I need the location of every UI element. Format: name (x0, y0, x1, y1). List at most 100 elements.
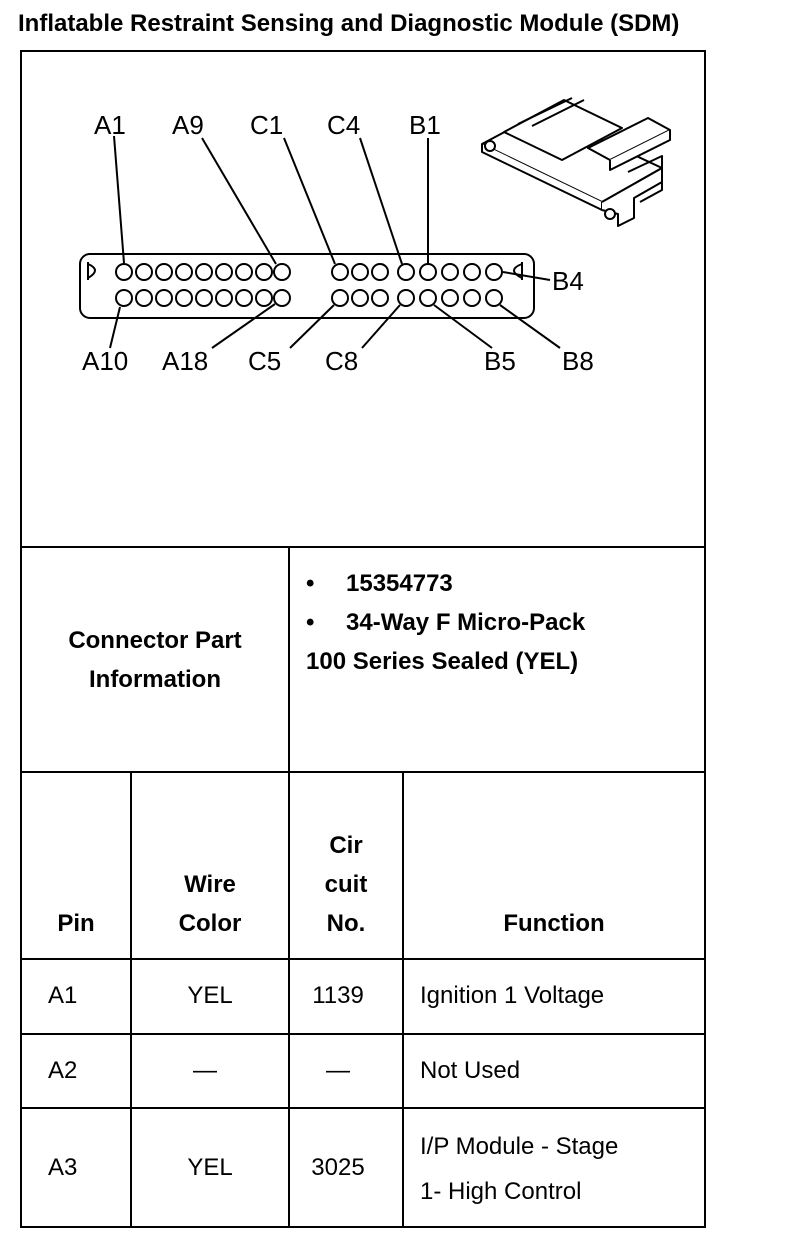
pin-A18 (273, 289, 291, 307)
pin-label-C1: C1 (250, 110, 283, 140)
header-function-text: Function (503, 910, 605, 937)
pin (195, 289, 213, 307)
pin (371, 289, 389, 307)
connector-face-diagram: A1 A9 C1 C4 B1 B4 A10 A18 C5 C8 B5 B8 (79, 97, 671, 376)
bullet: • (306, 609, 315, 636)
page-title: Inflatable Restraint Sensing and Diagnos… (18, 10, 680, 37)
table-cell-wire-color: YEL (187, 982, 233, 1009)
pin-label-B1: B1 (409, 110, 441, 140)
table-cell-wire-color: YEL (187, 1154, 233, 1181)
pin (463, 289, 481, 307)
connector-table-frame (20, 50, 706, 1228)
pin-label-A10: A10 (82, 346, 128, 376)
pin-C4 (397, 263, 415, 281)
pin (215, 263, 233, 281)
leader-line (283, 137, 336, 265)
pin (441, 289, 459, 307)
function-line1: I/P Module - Stage (420, 1133, 619, 1160)
pin-A1 (115, 263, 133, 281)
leader-line (359, 137, 403, 265)
pin-label-B8: B8 (562, 346, 594, 376)
divider (20, 546, 706, 548)
latch-left (87, 263, 96, 279)
pin (235, 263, 253, 281)
pin (155, 289, 173, 307)
header-pin-text: Pin (57, 910, 95, 937)
table-cell-function: Not Used (420, 1057, 521, 1084)
pin (255, 263, 273, 281)
pin (215, 289, 233, 307)
pin (371, 263, 389, 281)
pin (351, 289, 369, 307)
pin (135, 289, 153, 307)
leader-line (201, 137, 277, 265)
divider (20, 1107, 706, 1109)
pin-label-C5: C5 (248, 346, 281, 376)
pin (441, 263, 459, 281)
header-wire-color: Wire Color (132, 865, 288, 943)
latch-right (513, 263, 523, 279)
table-cell-circuit: 3025 (311, 1154, 365, 1181)
bullet: • (306, 570, 315, 597)
divider (130, 773, 132, 1226)
leader-line (433, 304, 493, 349)
pin (175, 289, 193, 307)
divider (20, 958, 706, 960)
header-function: Function (404, 904, 704, 943)
table-cell-pin: A2 (48, 1057, 78, 1084)
pin-B5 (419, 289, 437, 307)
leader-line (499, 304, 561, 349)
header-wire-color-line1: Wire (184, 871, 236, 898)
header-circuit-line1: Cir (329, 832, 363, 859)
pin-label-B5: B5 (484, 346, 516, 376)
connector-label-line1: Connector Part (68, 626, 242, 654)
pin (195, 263, 213, 281)
pin (351, 263, 369, 281)
pin-A9 (273, 263, 291, 281)
pin-label-A18: A18 (162, 346, 208, 376)
pin (463, 263, 481, 281)
connector-part-info-label: Connector Part Information (22, 548, 288, 771)
pin-label-C4: C4 (327, 110, 360, 140)
pin-C1 (331, 263, 349, 281)
connector-description-line2: 100 Series Sealed (YEL) (306, 648, 579, 675)
header-circuit-line2: cuit (324, 871, 368, 898)
leader-line (109, 306, 121, 349)
header-wire-color-line2: Color (178, 910, 242, 937)
pin (175, 263, 193, 281)
table-cell-function: Ignition 1 Voltage (420, 982, 605, 1009)
divider (402, 773, 404, 1226)
pin-label-B4: B4 (552, 266, 584, 296)
connector-body (79, 253, 535, 319)
pin (155, 263, 173, 281)
table-cell-wire-color: — (193, 1057, 217, 1084)
pin (135, 263, 153, 281)
table-cell-circuit: — (326, 1057, 350, 1084)
header-pin: Pin (22, 904, 130, 943)
pin-C5 (331, 289, 349, 307)
header-circuit-line3: No. (326, 910, 366, 937)
pin (235, 289, 253, 307)
divider (288, 548, 290, 771)
pin-B8 (485, 289, 503, 307)
leader-line (211, 303, 276, 349)
leader-line (113, 135, 125, 264)
connector-label-line2: Information (88, 665, 221, 693)
pin-label-A9: A9 (172, 110, 204, 140)
table-cell-pin: A1 (48, 982, 78, 1009)
connector-description: 34-Way F Micro-Pack (346, 609, 586, 636)
pin-label-A1: A1 (94, 110, 126, 140)
pin-B4 (485, 263, 503, 281)
pin-A10 (115, 289, 133, 307)
pin-label-C8: C8 (325, 346, 358, 376)
function-line2: 1- High Control (420, 1178, 582, 1205)
leader-line (361, 304, 401, 349)
table-cell-function: I/P Module - Stage 1- High Control (420, 1124, 618, 1214)
pin (255, 289, 273, 307)
table-cell-circuit: 1139 (312, 982, 364, 1009)
table-cell-pin: A3 (48, 1154, 78, 1181)
divider (20, 771, 706, 773)
pin-B1 (419, 263, 437, 281)
leader-line (502, 271, 551, 281)
divider (20, 1033, 706, 1035)
